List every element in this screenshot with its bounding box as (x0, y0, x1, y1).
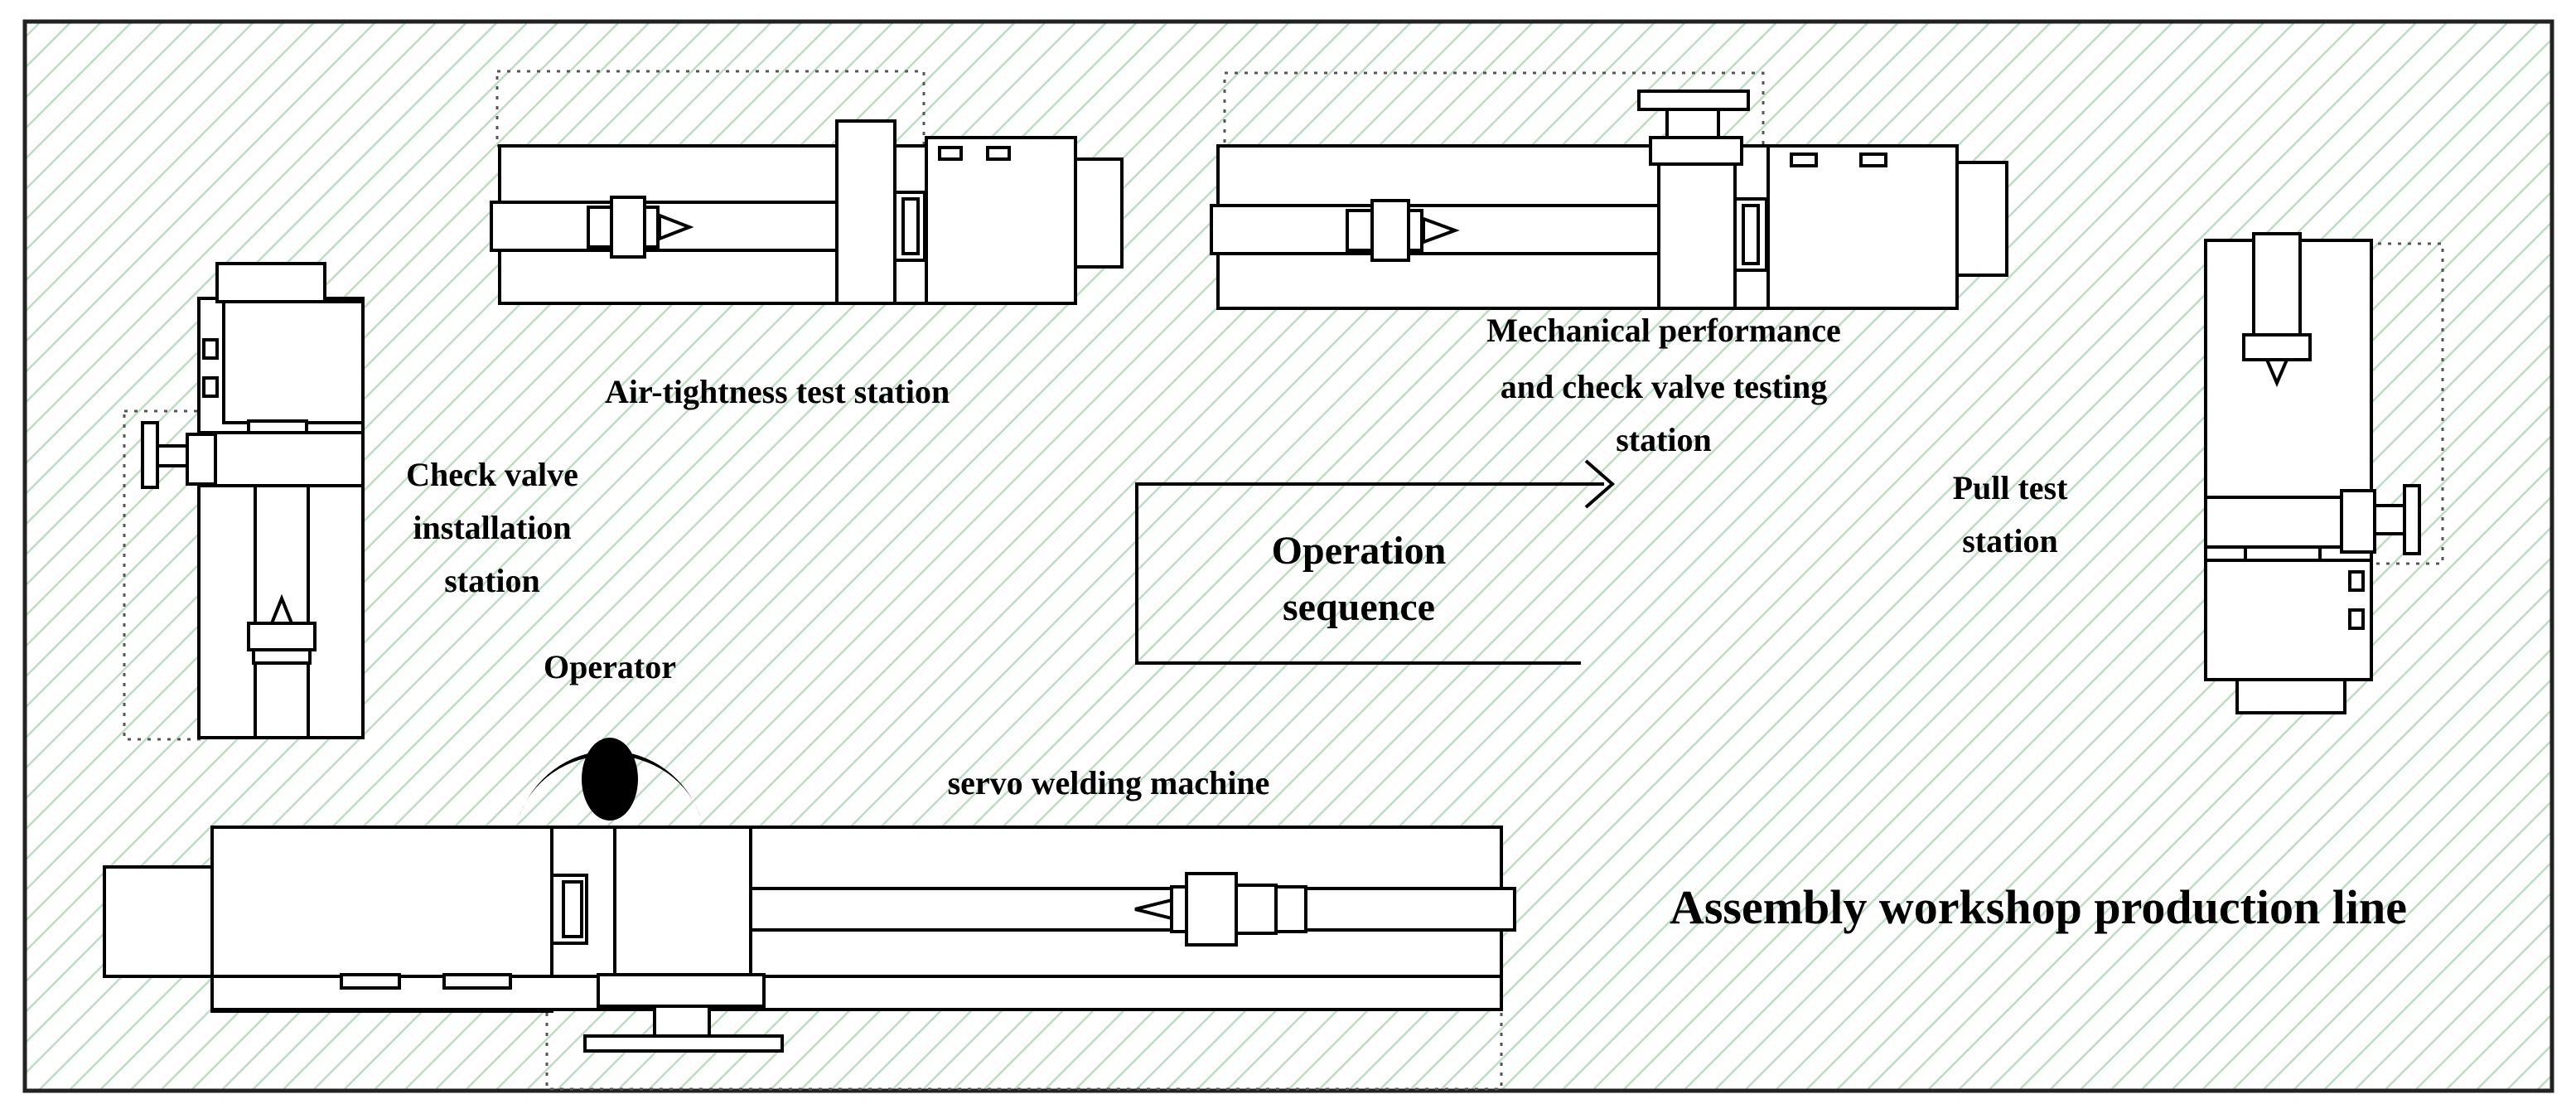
svg-text:installation: installation (413, 509, 571, 546)
label-operation-sequence: Operation sequence (1272, 529, 1447, 629)
svg-text:station: station (1616, 421, 1712, 458)
label-checkvalve-station: Check valve installation station (406, 456, 578, 599)
mechanical-test-station (1210, 71, 2008, 310)
label-operator: Operator (544, 648, 676, 685)
svg-text:Operation: Operation (1272, 529, 1447, 573)
label-airtight-station: Air-tightness test station (605, 373, 950, 410)
svg-text:sequence: sequence (1283, 585, 1435, 629)
label-mechanical-station: Mechanical performance and check valve t… (1486, 312, 1841, 458)
svg-text:Check valve: Check valve (406, 456, 578, 493)
pull-test-station (2204, 232, 2444, 714)
label-servo-welding: servo welding machine (948, 764, 1270, 801)
svg-text:Mechanical performance: Mechanical performance (1486, 312, 1841, 349)
svg-text:and check valve testing: and check valve testing (1501, 368, 1827, 405)
airtight-test-station (490, 70, 1124, 305)
svg-text:station: station (1962, 522, 2058, 559)
operator-symbol (519, 738, 701, 821)
svg-text:Pull test: Pull test (1953, 469, 2069, 506)
label-pull-station: Pull test station (1953, 469, 2069, 559)
operation-sequence-arrow (1135, 459, 1616, 665)
checkvalve-station (123, 262, 365, 741)
servo-welding-machine (103, 826, 1516, 1091)
label-workshop: Assembly workshop production line (1670, 880, 2407, 934)
svg-text:station: station (444, 562, 540, 599)
